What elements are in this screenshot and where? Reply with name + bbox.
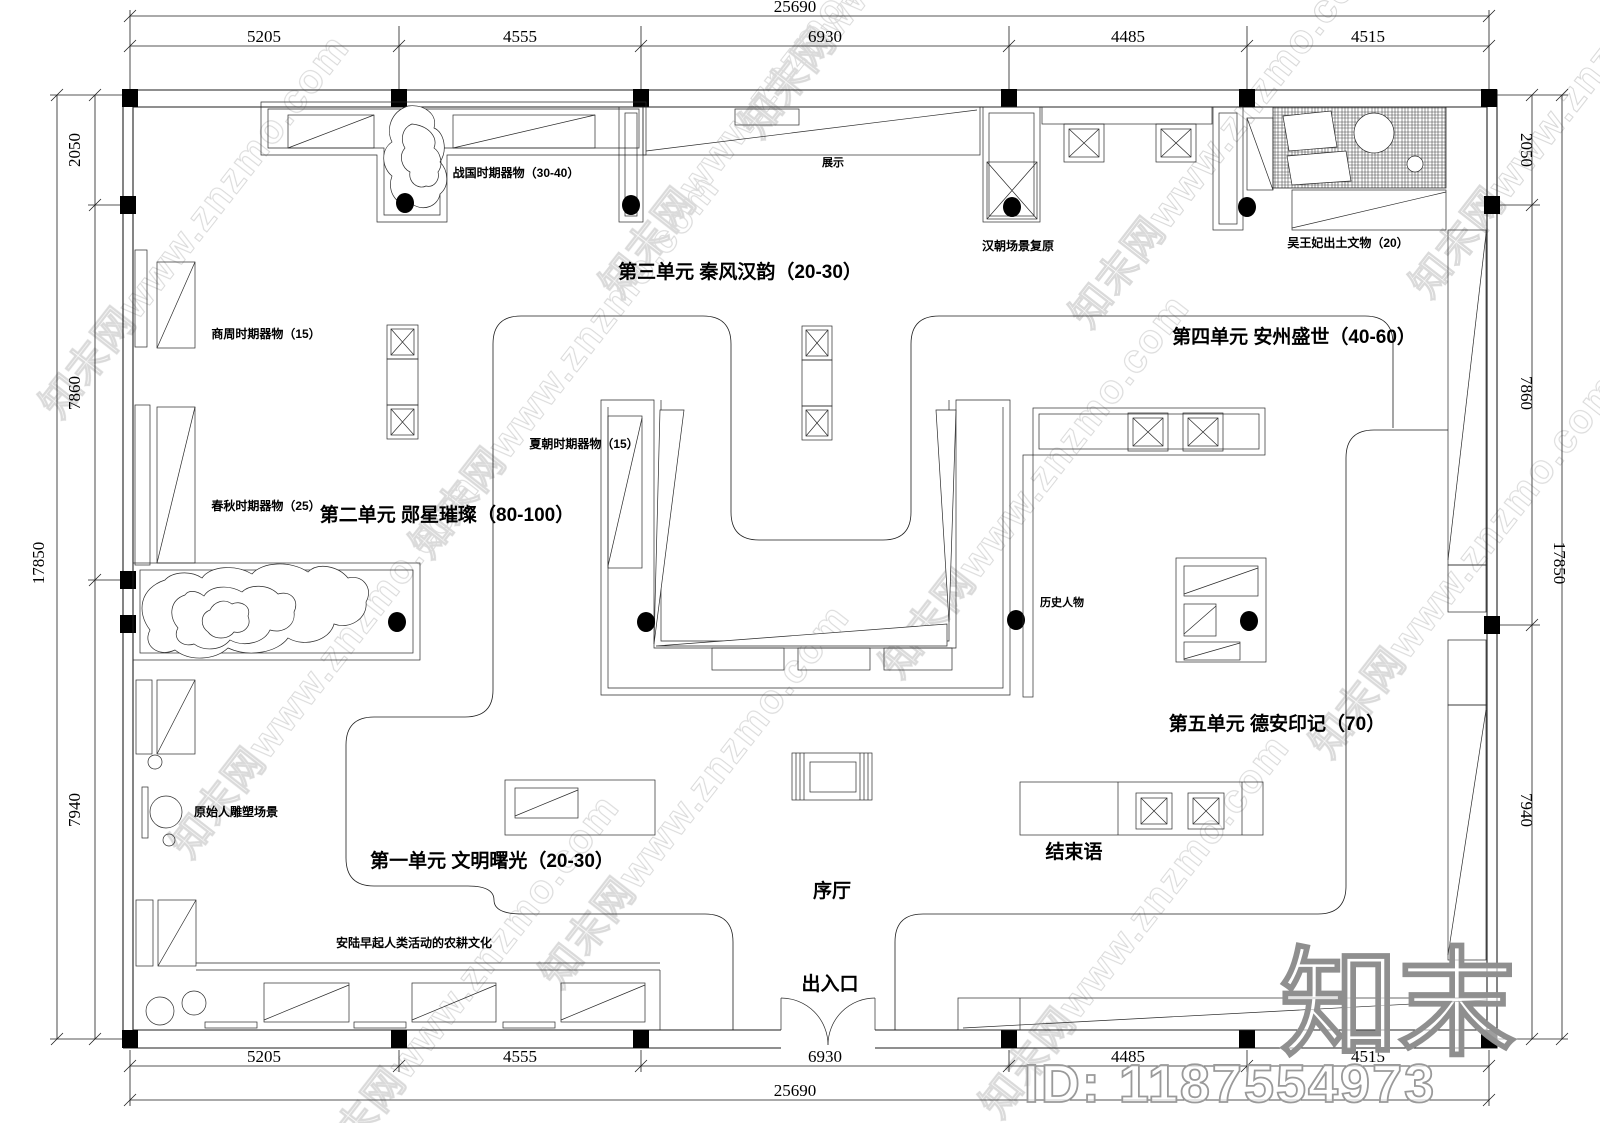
label-chunqiu: 春秋时期器物（25）	[210, 498, 320, 513]
dim-bottom-1: 5205	[247, 1047, 281, 1066]
label-hanchao: 汉朝场景复原	[982, 238, 1054, 253]
scene-rock-blob	[383, 105, 448, 208]
watermark-tile: 知末网www.znzmo.com	[532, 596, 858, 996]
u-island	[600, 399, 1025, 696]
dim-bottom-5: 4515	[1351, 1047, 1385, 1066]
watermark-foreground: 知末 ID: 1187554973	[1023, 938, 1517, 1115]
right-wall-cases	[1447, 229, 1487, 961]
label-wuwangfei: 吴王妃出土文物（20）	[1287, 235, 1408, 250]
label-shangzhou: 商周时期器物（15）	[211, 326, 320, 341]
dim-top-total: 25690	[774, 0, 817, 16]
watermark-tile: 知末网www.znzmo.com	[32, 26, 358, 426]
label-conclusion: 结束语	[1045, 840, 1102, 863]
structural-columns	[120, 89, 1500, 1048]
label-unit-3: 第三单元 秦风汉韵（20-30）	[618, 260, 862, 283]
dim-right-2: 7860	[1517, 376, 1536, 410]
dim-left-3: 7940	[65, 793, 84, 827]
dim-right-3: 7940	[1517, 793, 1536, 827]
circulation-paths	[345, 315, 1448, 1030]
dim-bottom-4: 4485	[1111, 1047, 1145, 1066]
dim-right-total: 17850	[1550, 542, 1569, 585]
showcase-stack-center	[801, 325, 833, 441]
label-zhanshi: 展示	[821, 156, 844, 169]
conclusion-counter	[1019, 781, 1264, 836]
label-lobby: 序厅	[813, 879, 851, 902]
dim-left-2: 7860	[65, 376, 84, 410]
dim-bottom-total: 25690	[774, 1081, 817, 1100]
dim-top-1: 5205	[247, 27, 281, 46]
dim-left-total: 17850	[29, 542, 48, 585]
dim-bottom-3: 6930	[808, 1047, 842, 1066]
display-band-center	[618, 106, 981, 223]
dim-top-3: 6930	[808, 27, 842, 46]
interior-layer	[132, 101, 1488, 1046]
label-yuanshi: 原始人雕塑场景	[194, 804, 278, 819]
label-unit-2: 第二单元 郧星璀璨（80-100）	[320, 503, 574, 526]
left-wall-cases	[134, 249, 197, 967]
label-unit-4: 第四单元 安州盛世（40-60）	[1172, 325, 1416, 348]
unit1-table	[504, 779, 656, 836]
label-zhanguo: 战国时期器物（30-40）	[453, 165, 580, 180]
lobby-screen	[791, 752, 873, 801]
label-unit-1: 第一单元 文明曙光（20-30）	[370, 849, 614, 872]
display-counter-topleft	[260, 101, 647, 223]
wall-hung-cases	[1041, 106, 1213, 163]
entrance-door	[780, 997, 876, 1046]
label-layer: 第一单元 文明曙光（20-30） 第二单元 郧星璀璨（80-100） 第三单元 …	[194, 156, 1416, 995]
unit5-structures	[1022, 407, 1267, 698]
left-sculpture-bay	[132, 562, 421, 661]
dim-top-4: 4485	[1111, 27, 1145, 46]
dim-right-1: 2050	[1517, 133, 1536, 167]
label-lishi: 历史人物	[1040, 595, 1084, 609]
han-scene-stand	[982, 106, 1041, 223]
dim-top-2: 4555	[503, 27, 537, 46]
dimension-layer: 25690 5205 4555 6930 4485 4515 5205 4555…	[29, 0, 1569, 1107]
bottom-right-wedge	[957, 997, 1488, 1031]
showcase-stack-left	[386, 324, 419, 440]
label-xiachao: 夏朝时期器物（15）	[529, 436, 638, 451]
label-unit-5: 第五单元 德安印记（70）	[1169, 712, 1385, 735]
dim-top-5: 4515	[1351, 27, 1385, 46]
label-entrance: 出入口	[801, 972, 858, 995]
dim-left-1: 2050	[65, 133, 84, 167]
dim-bottom-2: 4555	[503, 1047, 537, 1066]
watermark-logo: 知末	[1280, 939, 1516, 1071]
corner-scene-topright	[1212, 106, 1447, 231]
bottom-shelf-band	[145, 962, 661, 1030]
label-anlu: 安陆早起人类活动的农耕文化	[336, 935, 492, 950]
watermark-id: ID: 1187554973	[1024, 1054, 1436, 1114]
